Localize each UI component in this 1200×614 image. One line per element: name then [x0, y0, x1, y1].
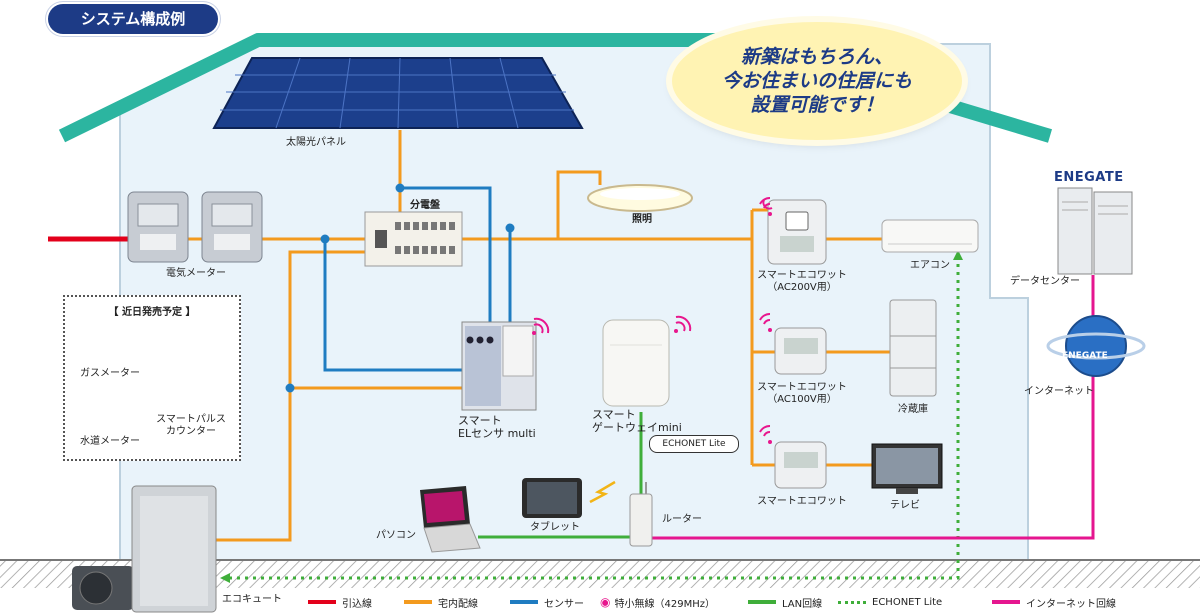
- solar-panel-label: 太陽光パネル: [286, 137, 346, 148]
- legend-label: 特小無線（429MHz）: [614, 598, 715, 610]
- tablet-label: タブレット: [530, 522, 580, 533]
- lighting-label: 照明: [632, 214, 652, 225]
- smart-ecowatt-ac200: [767, 199, 827, 265]
- legend-swatch: [404, 600, 432, 604]
- refrigerator: [889, 299, 937, 397]
- el-sensor-label-1: スマート: [458, 414, 502, 427]
- gateway-label: スマート ゲートウェイmini: [592, 408, 682, 434]
- callout-line-3: 設置可能です！: [750, 94, 884, 116]
- callout-line-2: 今お住まいの住居にも: [721, 70, 912, 92]
- enegate-logo: ENEGATE: [1054, 170, 1124, 185]
- legend-swatch: [992, 600, 1020, 604]
- fridge-label: 冷蔵庫: [898, 404, 928, 415]
- legend-item: LAN回線: [748, 594, 822, 610]
- radio-icon: ◉: [600, 595, 611, 609]
- water-meter-label: 水道メーター: [80, 436, 140, 447]
- router: [629, 482, 653, 547]
- gas-meter-label: ガスメーター: [80, 368, 140, 379]
- legend-item: インターネット回線: [992, 594, 1116, 610]
- ecowatt-3-label: スマートエコワット: [757, 496, 847, 507]
- gateway-label-2: ゲートウェイmini: [592, 421, 682, 434]
- solar-panel: [212, 57, 584, 129]
- coming-soon-box: 【 近日発売予定 】: [63, 295, 241, 461]
- router-label: ルーター: [662, 514, 702, 525]
- ecocute: [72, 485, 217, 613]
- legend-item: 宅内配線: [404, 594, 478, 610]
- legend-item: ◉特小無線（429MHz）: [600, 594, 715, 610]
- ceiling-light: [587, 184, 693, 212]
- electric-meters: [127, 191, 263, 263]
- aircon-label: エアコン: [910, 260, 950, 271]
- ecowatt-ac200-label: スマートエコワット （AC200V用）: [752, 270, 852, 294]
- smart-gateway: [602, 319, 670, 407]
- datacenter-label: データセンター: [1010, 276, 1080, 287]
- echonet-line: [228, 256, 960, 580]
- wireless-bolt: [589, 480, 616, 504]
- ecowatt-ac100-label-1: スマートエコワット: [757, 382, 847, 393]
- callout-bubble: 新築はもちろん、 今お住まいの住居にも 設置可能です！: [672, 22, 962, 140]
- laptop: [420, 486, 481, 553]
- el-sensor-label-2: ELセンサ multi: [458, 427, 536, 440]
- pulse-counter-label-1: スマートパルス: [156, 414, 226, 425]
- legend-item: センサー: [510, 594, 584, 610]
- el-sensor-label: スマート ELセンサ multi: [458, 414, 536, 440]
- air-conditioner: [881, 219, 979, 253]
- globe-enegate-label: ENEGATE: [1062, 351, 1108, 361]
- callout-text: 新築はもちろん、 今お住まいの住居にも 設置可能です！: [722, 45, 912, 117]
- smart-ecowatt-3: [774, 441, 827, 489]
- data-center: [1057, 187, 1133, 275]
- smart-el-sensor: [461, 321, 537, 411]
- legend-label: ECHONET Lite: [872, 596, 943, 608]
- ecowatt-ac200-label-2: （AC200V用）: [767, 282, 837, 293]
- ecowatt-ac100-label: スマートエコワット （AC100V用）: [752, 382, 852, 406]
- legend-item: 引込線: [308, 594, 372, 610]
- callout-line-1: 新築はもちろん、: [740, 46, 893, 68]
- legend-swatch: [308, 600, 336, 604]
- tv-label: テレビ: [890, 500, 920, 511]
- legend-item: ECHONET Lite: [838, 594, 942, 610]
- tablet: [522, 478, 582, 518]
- lan-lines: [478, 412, 643, 539]
- legend-label: LAN回線: [782, 598, 823, 610]
- smart-ecowatt-ac100: [774, 327, 827, 375]
- television: [871, 443, 943, 494]
- ecowatt-ac200-label-1: スマートエコワット: [757, 270, 847, 281]
- pc-label: パソコン: [376, 530, 416, 541]
- legend-swatch: [838, 600, 866, 604]
- distribution-board: [364, 211, 463, 267]
- legend-swatch: [510, 600, 538, 604]
- sensor-lines: [323, 186, 512, 372]
- distribution-board-label: 分電盤: [410, 200, 440, 211]
- meter-label: 電気メーター: [166, 268, 226, 279]
- legend-label: 宅内配線: [438, 598, 478, 610]
- internet-label: インターネット: [1024, 386, 1094, 397]
- legend-label: インターネット回線: [1026, 598, 1116, 610]
- ecocute-label: エコキュート: [222, 594, 282, 605]
- internet-globe: [1046, 315, 1146, 377]
- pulse-counter-label-2: カウンター: [166, 426, 216, 437]
- echonet-lite-badge: ECHONET Lite: [649, 435, 739, 453]
- gateway-label-1: スマート: [592, 408, 636, 421]
- coming-soon-title: 【 近日発売予定 】: [108, 307, 196, 318]
- legend-label: 引込線: [342, 598, 372, 610]
- page-title: システム構成例: [48, 4, 218, 34]
- pulse-counter-label: スマートパルス カウンター: [150, 414, 232, 438]
- legend-swatch: [748, 600, 776, 604]
- ecowatt-ac100-label-2: （AC100V用）: [767, 394, 837, 405]
- legend-label: センサー: [544, 598, 584, 610]
